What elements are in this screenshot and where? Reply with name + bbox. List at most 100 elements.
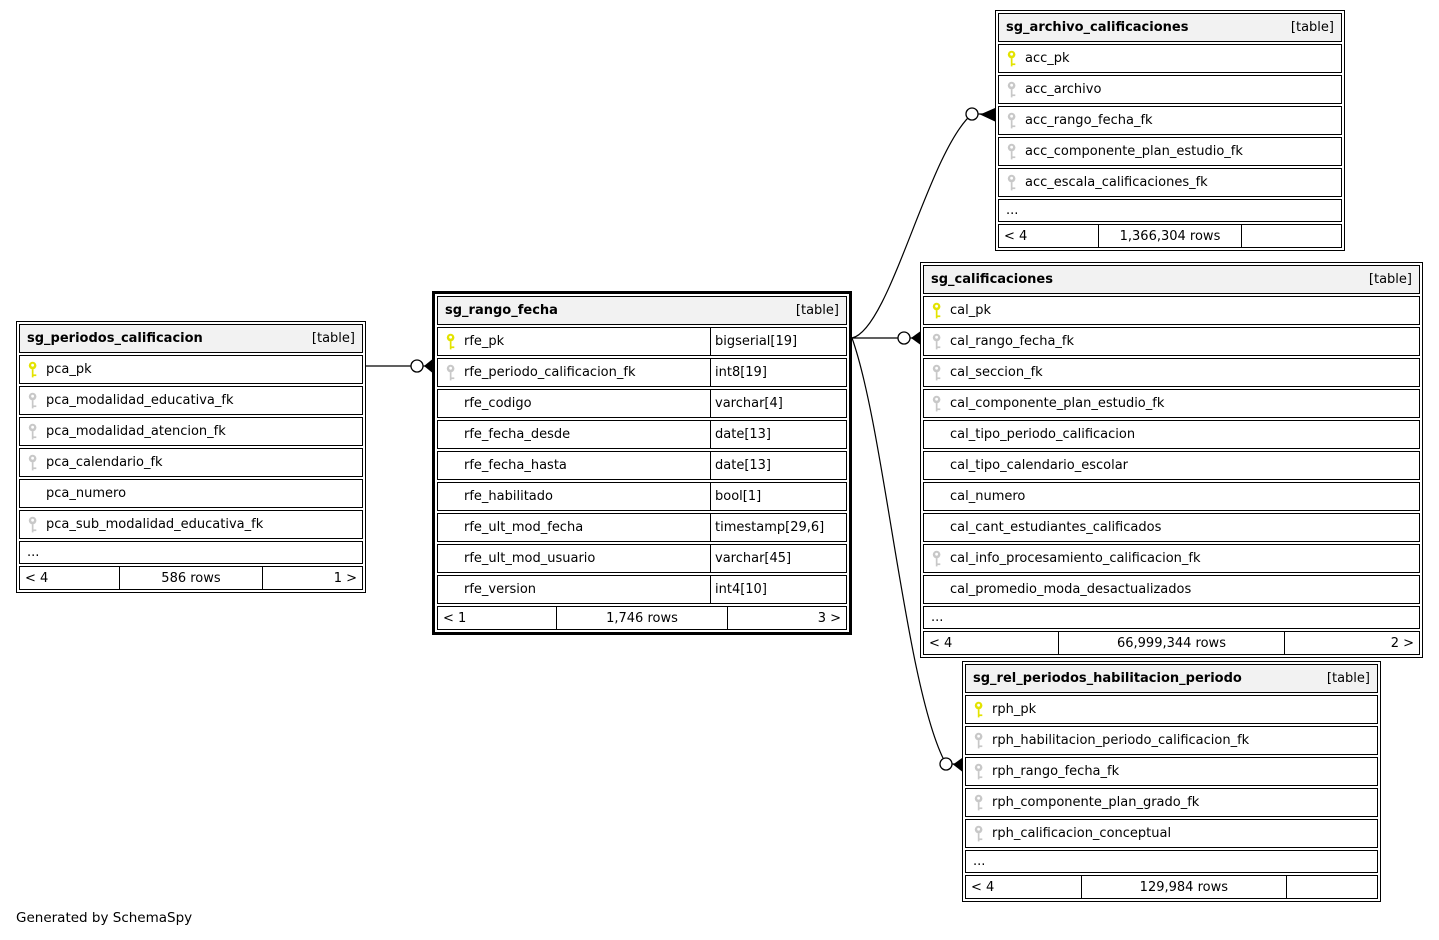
relationship-connector (851, 107, 995, 339)
related-children-count (1242, 225, 1341, 247)
table-header[interactable]: sg_calificaciones [table] (923, 265, 1420, 294)
table-sg_calificaciones[interactable]: sg_calificaciones [table] cal_pk cal_ran… (920, 262, 1423, 658)
column-type: int4[10] (710, 576, 846, 603)
column-row: rfe_pk bigserial[19] (437, 327, 847, 356)
column-name: rph_componente_plan_grado_fk (992, 795, 1200, 810)
column-type: date[13] (710, 452, 846, 479)
column-type: bool[1] (710, 483, 846, 510)
column-row: pca_pk (19, 355, 363, 384)
foreign-key-icon (932, 550, 941, 566)
table-name: sg_periodos_calificacion (27, 331, 203, 346)
foreign-key-icon (1007, 143, 1016, 159)
column-name: rph_pk (992, 702, 1037, 717)
column-row: rfe_codigo varchar[4] (437, 389, 847, 418)
column-name: acc_archivo (1025, 82, 1102, 97)
column-type: varchar[45] (710, 545, 846, 572)
foreign-key-icon (974, 825, 983, 841)
column-row: rfe_version int4[10] (437, 575, 847, 604)
column-name: rfe_ult_mod_usuario (464, 551, 596, 566)
foreign-key-icon (1007, 81, 1016, 97)
column-row: rfe_ult_mod_fecha timestamp[29,6] (437, 513, 847, 542)
column-row: cal_tipo_periodo_calificacion (923, 420, 1420, 449)
foreign-key-icon (932, 364, 941, 380)
column-name: acc_pk (1025, 51, 1070, 66)
column-name: pca_modalidad_atencion_fk (46, 424, 226, 439)
primary-key-icon (974, 701, 983, 717)
foreign-key-icon (932, 333, 941, 349)
column-name: cal_rango_fecha_fk (950, 334, 1075, 349)
table-header[interactable]: sg_rango_fecha [table] (437, 296, 847, 325)
foreign-key-icon (1007, 112, 1016, 128)
column-row: cal_rango_fecha_fk (923, 327, 1420, 356)
table-header[interactable]: sg_rel_periodos_habilitacion_periodo [ta… (965, 664, 1378, 693)
column-row: pca_numero (19, 479, 363, 508)
foreign-key-icon (974, 794, 983, 810)
row-count: 1,366,304 rows (1098, 225, 1242, 247)
column-row: acc_rango_fecha_fk (998, 106, 1342, 135)
table-footer: < 4 586 rows 1 > (19, 566, 363, 590)
column-name: cal_info_procesamiento_calificacion_fk (950, 551, 1201, 566)
column-row: pca_sub_modalidad_educativa_fk (19, 510, 363, 539)
column-name: rfe_periodo_calificacion_fk (464, 365, 636, 380)
column-type: date[13] (710, 421, 846, 448)
table-sg_rango_fecha[interactable]: sg_rango_fecha [table] rfe_pk bigserial[… (432, 291, 852, 635)
column-row: cal_seccion_fk (923, 358, 1420, 387)
table-header[interactable]: sg_periodos_calificacion [table] (19, 324, 363, 353)
column-name: cal_tipo_periodo_calificacion (950, 427, 1136, 442)
column-row: rfe_fecha_desde date[13] (437, 420, 847, 449)
column-name: rfe_ult_mod_fecha (464, 520, 584, 535)
column-name: cal_pk (950, 303, 992, 318)
table-type-tag: [table] (1290, 20, 1334, 35)
column-row: rfe_fecha_hasta date[13] (437, 451, 847, 480)
foreign-key-icon (28, 423, 37, 439)
more-columns-ellipsis: ... (19, 541, 363, 564)
row-count: 586 rows (119, 567, 263, 589)
column-row: pca_calendario_fk (19, 448, 363, 477)
column-name: rph_habilitacion_periodo_calificacion_fk (992, 733, 1250, 748)
column-row: rph_habilitacion_periodo_calificacion_fk (965, 726, 1378, 755)
primary-key-icon (446, 333, 455, 349)
column-name: acc_rango_fecha_fk (1025, 113, 1153, 128)
foreign-key-icon (446, 364, 455, 380)
related-parents-count: < 4 (1004, 228, 1028, 244)
table-header[interactable]: sg_archivo_calificaciones [table] (998, 13, 1342, 42)
more-columns-ellipsis: ... (965, 850, 1378, 873)
table-sg_periodos_calificacion[interactable]: sg_periodos_calificacion [table] pca_pk … (16, 321, 366, 593)
related-parents-count: < 4 (971, 879, 995, 895)
table-sg_rel_periodos_habilitacion_periodo[interactable]: sg_rel_periodos_habilitacion_periodo [ta… (962, 661, 1381, 902)
column-type: varchar[4] (710, 390, 846, 417)
column-name: cal_tipo_calendario_escolar (950, 458, 1129, 473)
table-footer: < 4 129,984 rows (965, 875, 1378, 899)
column-name: rfe_version (464, 582, 537, 597)
row-count: 66,999,344 rows (1057, 632, 1286, 654)
column-row: cal_info_procesamiento_calificacion_fk (923, 544, 1420, 573)
column-row: rfe_periodo_calificacion_fk int8[19] (437, 358, 847, 387)
column-row: cal_cant_estudiantes_calificados (923, 513, 1420, 542)
more-columns-ellipsis: ... (923, 606, 1420, 629)
related-children-count: 1 > (333, 570, 357, 586)
column-name: acc_escala_calificaciones_fk (1025, 175, 1208, 190)
column-name: pca_modalidad_educativa_fk (46, 393, 234, 408)
row-count: 1,746 rows (556, 607, 728, 629)
column-name: rfe_fecha_hasta (464, 458, 567, 473)
foreign-key-icon (974, 732, 983, 748)
relationship-connector (366, 359, 432, 373)
column-name: pca_pk (46, 362, 92, 377)
table-name: sg_archivo_calificaciones (1006, 20, 1189, 35)
column-row: rph_componente_plan_grado_fk (965, 788, 1378, 817)
column-name: cal_seccion_fk (950, 365, 1043, 380)
column-row: cal_pk (923, 296, 1420, 325)
column-name: pca_sub_modalidad_educativa_fk (46, 517, 264, 532)
primary-key-icon (28, 361, 37, 377)
table-type-tag: [table] (1368, 272, 1412, 287)
column-row: pca_modalidad_educativa_fk (19, 386, 363, 415)
related-children-count: 3 > (817, 610, 841, 626)
table-type-tag: [table] (311, 331, 355, 346)
table-sg_archivo_calificaciones[interactable]: sg_archivo_calificaciones [table] acc_pk… (995, 10, 1345, 251)
relationship-connector (852, 331, 920, 345)
column-name: pca_numero (46, 486, 127, 501)
primary-key-icon (1007, 50, 1016, 66)
foreign-key-icon (28, 392, 37, 408)
column-row: cal_tipo_calendario_escolar (923, 451, 1420, 480)
foreign-key-icon (974, 763, 983, 779)
